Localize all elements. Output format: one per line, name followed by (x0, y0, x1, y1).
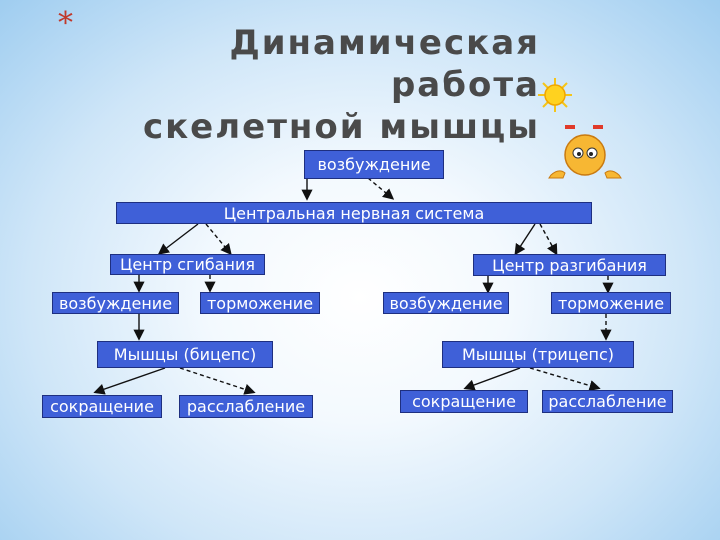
arrow-cns-to-extension-dashed (539, 223, 558, 256)
smiley-with-sun-icon (538, 78, 622, 179)
slide-title: Динамическая работа скелетной мышцы (70, 22, 540, 148)
extension-inhibition-node: торможение (551, 292, 671, 314)
cns-node: Центральная нервная система (116, 202, 592, 224)
triceps-node: Мышцы (трицепс) (442, 341, 634, 368)
biceps-contraction-node: сокращение (42, 395, 162, 418)
flexion-excitation-node: возбуждение (52, 292, 179, 314)
sun-icon (538, 78, 572, 112)
arrow-cns-to-flexion (157, 223, 199, 255)
triceps-contraction-node: сокращение (400, 390, 528, 413)
extension-excitation-node: возбуждение (383, 292, 509, 314)
biceps-relaxation-node: расслабление (179, 395, 313, 418)
title-line-1: Динамическая работа (229, 23, 540, 105)
arrow-cns-to-extension (514, 223, 536, 256)
bullet-asterisk: * (58, 6, 73, 41)
arrow-triceps-to-relaxation (529, 367, 601, 392)
triceps-relaxation-node: расслабление (542, 390, 673, 413)
arrow-top-to-cns-dashed (367, 177, 395, 200)
flexion-inhibition-node: торможение (200, 292, 320, 314)
title-line-2: скелетной мышцы (142, 107, 540, 147)
arrow-biceps-to-relaxation (179, 367, 256, 395)
flexion-center-node: Центр сгибания (110, 254, 265, 275)
arrow-cns-to-flexion-dashed (205, 223, 232, 256)
excitation-top-node: возбуждение (304, 150, 444, 179)
arrow-biceps-to-contraction (93, 367, 166, 395)
arrow-triceps-to-contraction (463, 367, 521, 391)
biceps-node: Мышцы (бицепс) (97, 341, 273, 368)
extension-center-node: Центр разгибания (473, 254, 666, 276)
